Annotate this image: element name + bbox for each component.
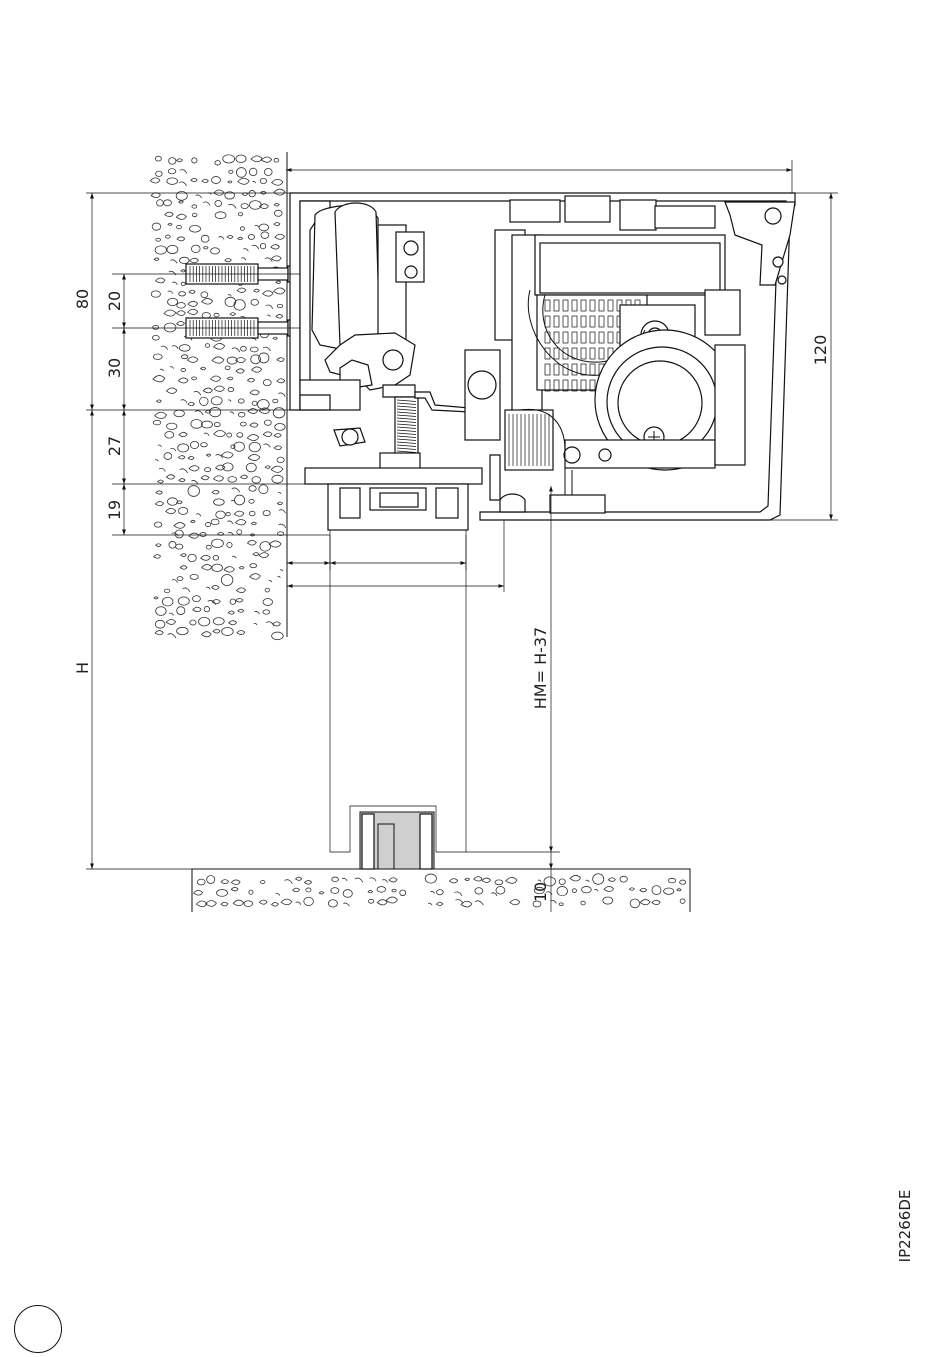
dim-10-label: 10 xyxy=(531,882,550,902)
dim-80-label: 80 xyxy=(73,289,92,309)
dim-H-label: H xyxy=(73,662,92,674)
dim-HM-label: HM= H-37 xyxy=(531,627,550,710)
hanger-plate xyxy=(305,468,482,530)
dim-19-label: 19 xyxy=(105,500,124,520)
dim-20-label: 20 xyxy=(105,291,124,311)
floor-section xyxy=(192,869,690,912)
carriage-roller-assembly xyxy=(300,203,470,469)
dim-120-label: 120 xyxy=(811,335,830,366)
dim-27-label: 27 xyxy=(105,436,124,456)
floor-guide xyxy=(360,812,434,869)
drawing-code: IP2266DE xyxy=(896,1190,914,1263)
motor-assembly xyxy=(465,196,745,513)
page-corner-circle xyxy=(14,1305,62,1353)
dim-30-label: 30 xyxy=(105,358,124,378)
wall-section xyxy=(150,152,287,640)
door-leaf xyxy=(330,530,560,852)
